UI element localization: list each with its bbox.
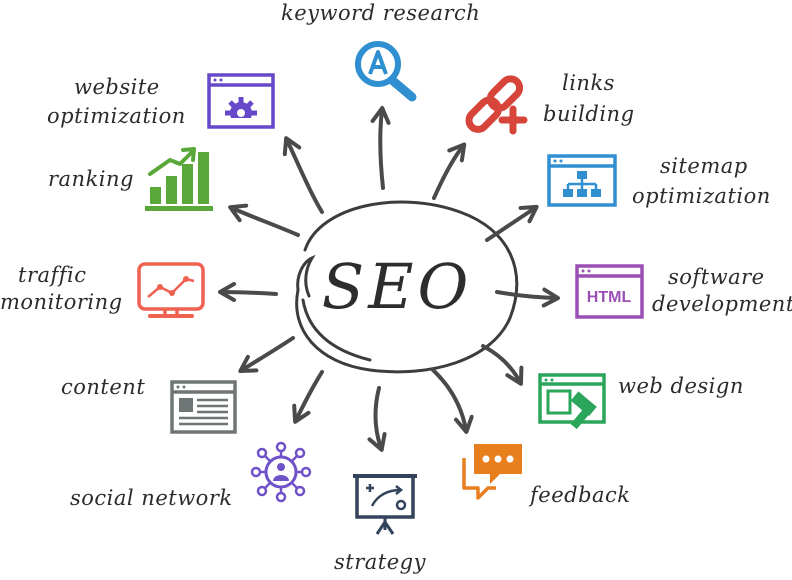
label-sitemap-optimization: sitemap optimization: [632, 154, 771, 208]
arrow-links-building: [432, 142, 467, 200]
html-badge: HTML: [587, 289, 632, 306]
arrow-web-design: [481, 344, 524, 386]
monitor-line-chart-icon: [137, 262, 205, 318]
label-social-network: social network: [70, 486, 233, 510]
label-web-design: web design: [618, 374, 744, 398]
arrow-feedback: [431, 368, 474, 434]
browser-hammer-icon: [538, 373, 606, 430]
arrow-traffic: [218, 282, 278, 303]
label-website-optimization: website optimization: [47, 75, 186, 128]
arrow-software: [495, 287, 560, 308]
strategy-board-icon: [353, 474, 417, 535]
sitemap-browser-icon: [547, 154, 617, 207]
search-letter-a-icon: [355, 41, 417, 102]
label-feedback: feedback: [530, 483, 631, 507]
label-strategy: strategy: [334, 550, 426, 574]
label-software-development: software development: [652, 265, 792, 316]
people-network-icon: [250, 441, 312, 503]
label-content: content: [61, 375, 146, 399]
label-keyword-research: keyword research: [281, 1, 481, 25]
label-ranking: ranking: [48, 167, 134, 191]
label-links-building: links building: [543, 71, 635, 126]
document-browser-icon: [170, 380, 237, 434]
arrow-strategy: [367, 386, 387, 452]
arrow-website: [282, 136, 324, 214]
label-traffic-monitoring: traffic monitoring: [0, 263, 123, 314]
chain-link-add-icon: [465, 75, 528, 135]
arrow-content: [238, 336, 295, 374]
browser-gear-icon: [207, 73, 275, 129]
arrow-ranking: [228, 203, 300, 237]
arrow-social-network: [292, 370, 324, 424]
bar-chart-rising-icon: [145, 147, 213, 211]
center-label: SEO: [322, 250, 473, 323]
arrow-keyword-research: [370, 106, 391, 190]
arrow-sitemap: [485, 204, 539, 242]
html-browser-icon: HTML: [575, 264, 644, 319]
center-circle: [295, 200, 519, 374]
chat-bubbles-icon: [462, 444, 522, 500]
